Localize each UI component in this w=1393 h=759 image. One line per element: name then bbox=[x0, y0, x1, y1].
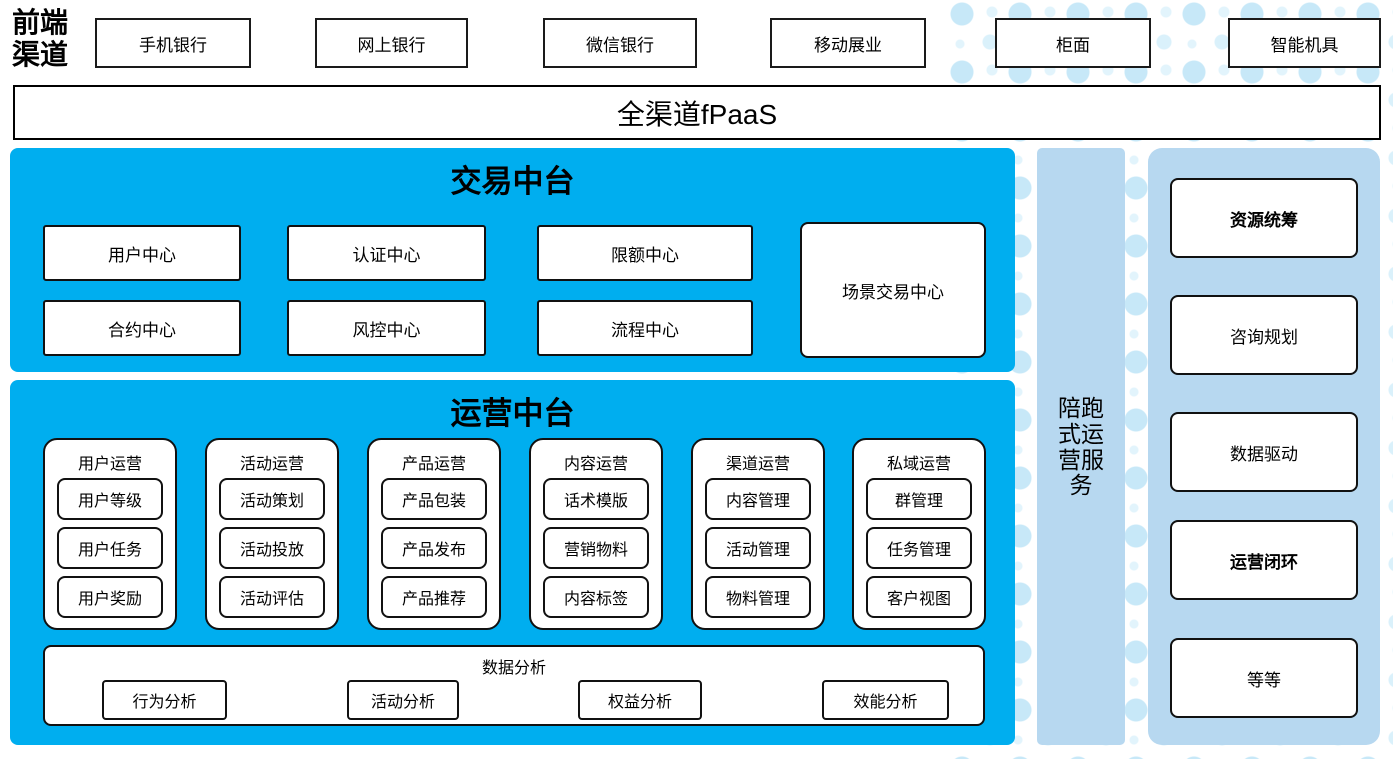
center-box-process: 流程中心 bbox=[537, 300, 753, 356]
ops-item-box: 物料管理 bbox=[705, 576, 811, 618]
data-analysis-panel: 数据分析 行为分析 活动分析 权益分析 效能分析 bbox=[43, 645, 985, 726]
ops-item-box: 任务管理 bbox=[866, 527, 972, 569]
analysis-box-efficiency: 效能分析 bbox=[822, 680, 949, 720]
channel-box-mobile-banking: 手机银行 bbox=[95, 18, 251, 68]
ops-item-box: 活动投放 bbox=[219, 527, 325, 569]
center-box-limit: 限额中心 bbox=[537, 225, 753, 281]
analysis-box-rights: 权益分析 bbox=[578, 680, 702, 720]
center-box-auth: 认证中心 bbox=[287, 225, 486, 281]
ops-column-header: 渠道运营 bbox=[725, 456, 790, 473]
ops-column-channel: 渠道运营 内容管理 活动管理 物料管理 bbox=[691, 438, 825, 630]
ops-column-header: 产品运营 bbox=[401, 456, 466, 473]
ops-column-header: 内容运营 bbox=[563, 456, 628, 473]
analysis-box-behavior: 行为分析 bbox=[102, 680, 227, 720]
ops-item-box: 产品发布 bbox=[381, 527, 487, 569]
data-analysis-title: 数据分析 bbox=[481, 660, 546, 677]
channel-box-wechat-banking: 微信银行 bbox=[543, 18, 697, 68]
service-box-ops-loop: 运营闭环 bbox=[1170, 520, 1358, 600]
ops-column-private-domain: 私域运营 群管理 任务管理 客户视图 bbox=[852, 438, 986, 630]
trade-platform-block: 交易中台 用户中心 认证中心 限额中心 合约中心 风控中心 流程中心 场景交易中… bbox=[10, 148, 1015, 372]
analysis-box-activity: 活动分析 bbox=[347, 680, 459, 720]
ops-column-activity: 活动运营 活动策划 活动投放 活动评估 bbox=[205, 438, 339, 630]
center-box-risk: 风控中心 bbox=[287, 300, 486, 356]
channel-box-smart-devices: 智能机具 bbox=[1228, 18, 1381, 68]
service-box-data-driven: 数据驱动 bbox=[1170, 412, 1358, 492]
ops-platform-block: 运营中台 用户运营 用户等级 用户任务 用户奖励 活动运营 活动策划 活动投放 … bbox=[10, 380, 1015, 745]
channel-box-counter: 柜面 bbox=[995, 18, 1151, 68]
ops-item-box: 用户任务 bbox=[57, 527, 163, 569]
ops-item-box: 内容标签 bbox=[543, 576, 649, 618]
ops-item-box: 活动策划 bbox=[219, 478, 325, 520]
ops-item-box: 群管理 bbox=[866, 478, 972, 520]
center-box-user: 用户中心 bbox=[43, 225, 241, 281]
ops-item-box: 活动管理 bbox=[705, 527, 811, 569]
companion-service-label: 陪跑式运营服务 bbox=[1058, 394, 1104, 499]
center-box-contract: 合约中心 bbox=[43, 300, 241, 356]
fpaas-label: 全渠道fPaaS bbox=[616, 98, 778, 130]
ops-platform-title: 运营中台 bbox=[450, 396, 575, 431]
service-box-resource-planning: 资源统筹 bbox=[1170, 178, 1358, 258]
channel-box-online-banking: 网上银行 bbox=[315, 18, 468, 68]
right-service-panel: 资源统筹 咨询规划 数据驱动 运营闭环 等等 bbox=[1148, 148, 1380, 745]
ops-column-header: 私域运营 bbox=[886, 456, 951, 473]
companion-service-bar: 陪跑式运营服务 bbox=[1037, 148, 1125, 745]
ops-item-box: 产品推荐 bbox=[381, 576, 487, 618]
ops-column-user: 用户运营 用户等级 用户任务 用户奖励 bbox=[43, 438, 177, 630]
ops-column-content: 内容运营 话术模版 营销物料 内容标签 bbox=[529, 438, 663, 630]
ops-item-box: 活动评估 bbox=[219, 576, 325, 618]
ops-item-box: 内容管理 bbox=[705, 478, 811, 520]
channel-box-mobile-sales: 移动展业 bbox=[770, 18, 926, 68]
ops-item-box: 客户视图 bbox=[866, 576, 972, 618]
ops-item-box: 用户等级 bbox=[57, 478, 163, 520]
ops-column-header: 活动运营 bbox=[239, 456, 304, 473]
ops-item-box: 话术模版 bbox=[543, 478, 649, 520]
ops-column-header: 用户运营 bbox=[77, 456, 142, 473]
ops-item-box: 用户奖励 bbox=[57, 576, 163, 618]
trade-platform-title: 交易中台 bbox=[450, 164, 575, 199]
service-box-etc: 等等 bbox=[1170, 638, 1358, 718]
ops-item-box: 营销物料 bbox=[543, 527, 649, 569]
service-box-consulting: 咨询规划 bbox=[1170, 295, 1358, 375]
ops-item-box: 产品包装 bbox=[381, 478, 487, 520]
ops-column-product: 产品运营 产品包装 产品发布 产品推荐 bbox=[367, 438, 501, 630]
fpaas-bar: 全渠道fPaaS bbox=[13, 85, 1381, 140]
scene-trade-center-box: 场景交易中心 bbox=[800, 222, 986, 358]
front-channels-label: 前端渠道 bbox=[12, 8, 69, 72]
